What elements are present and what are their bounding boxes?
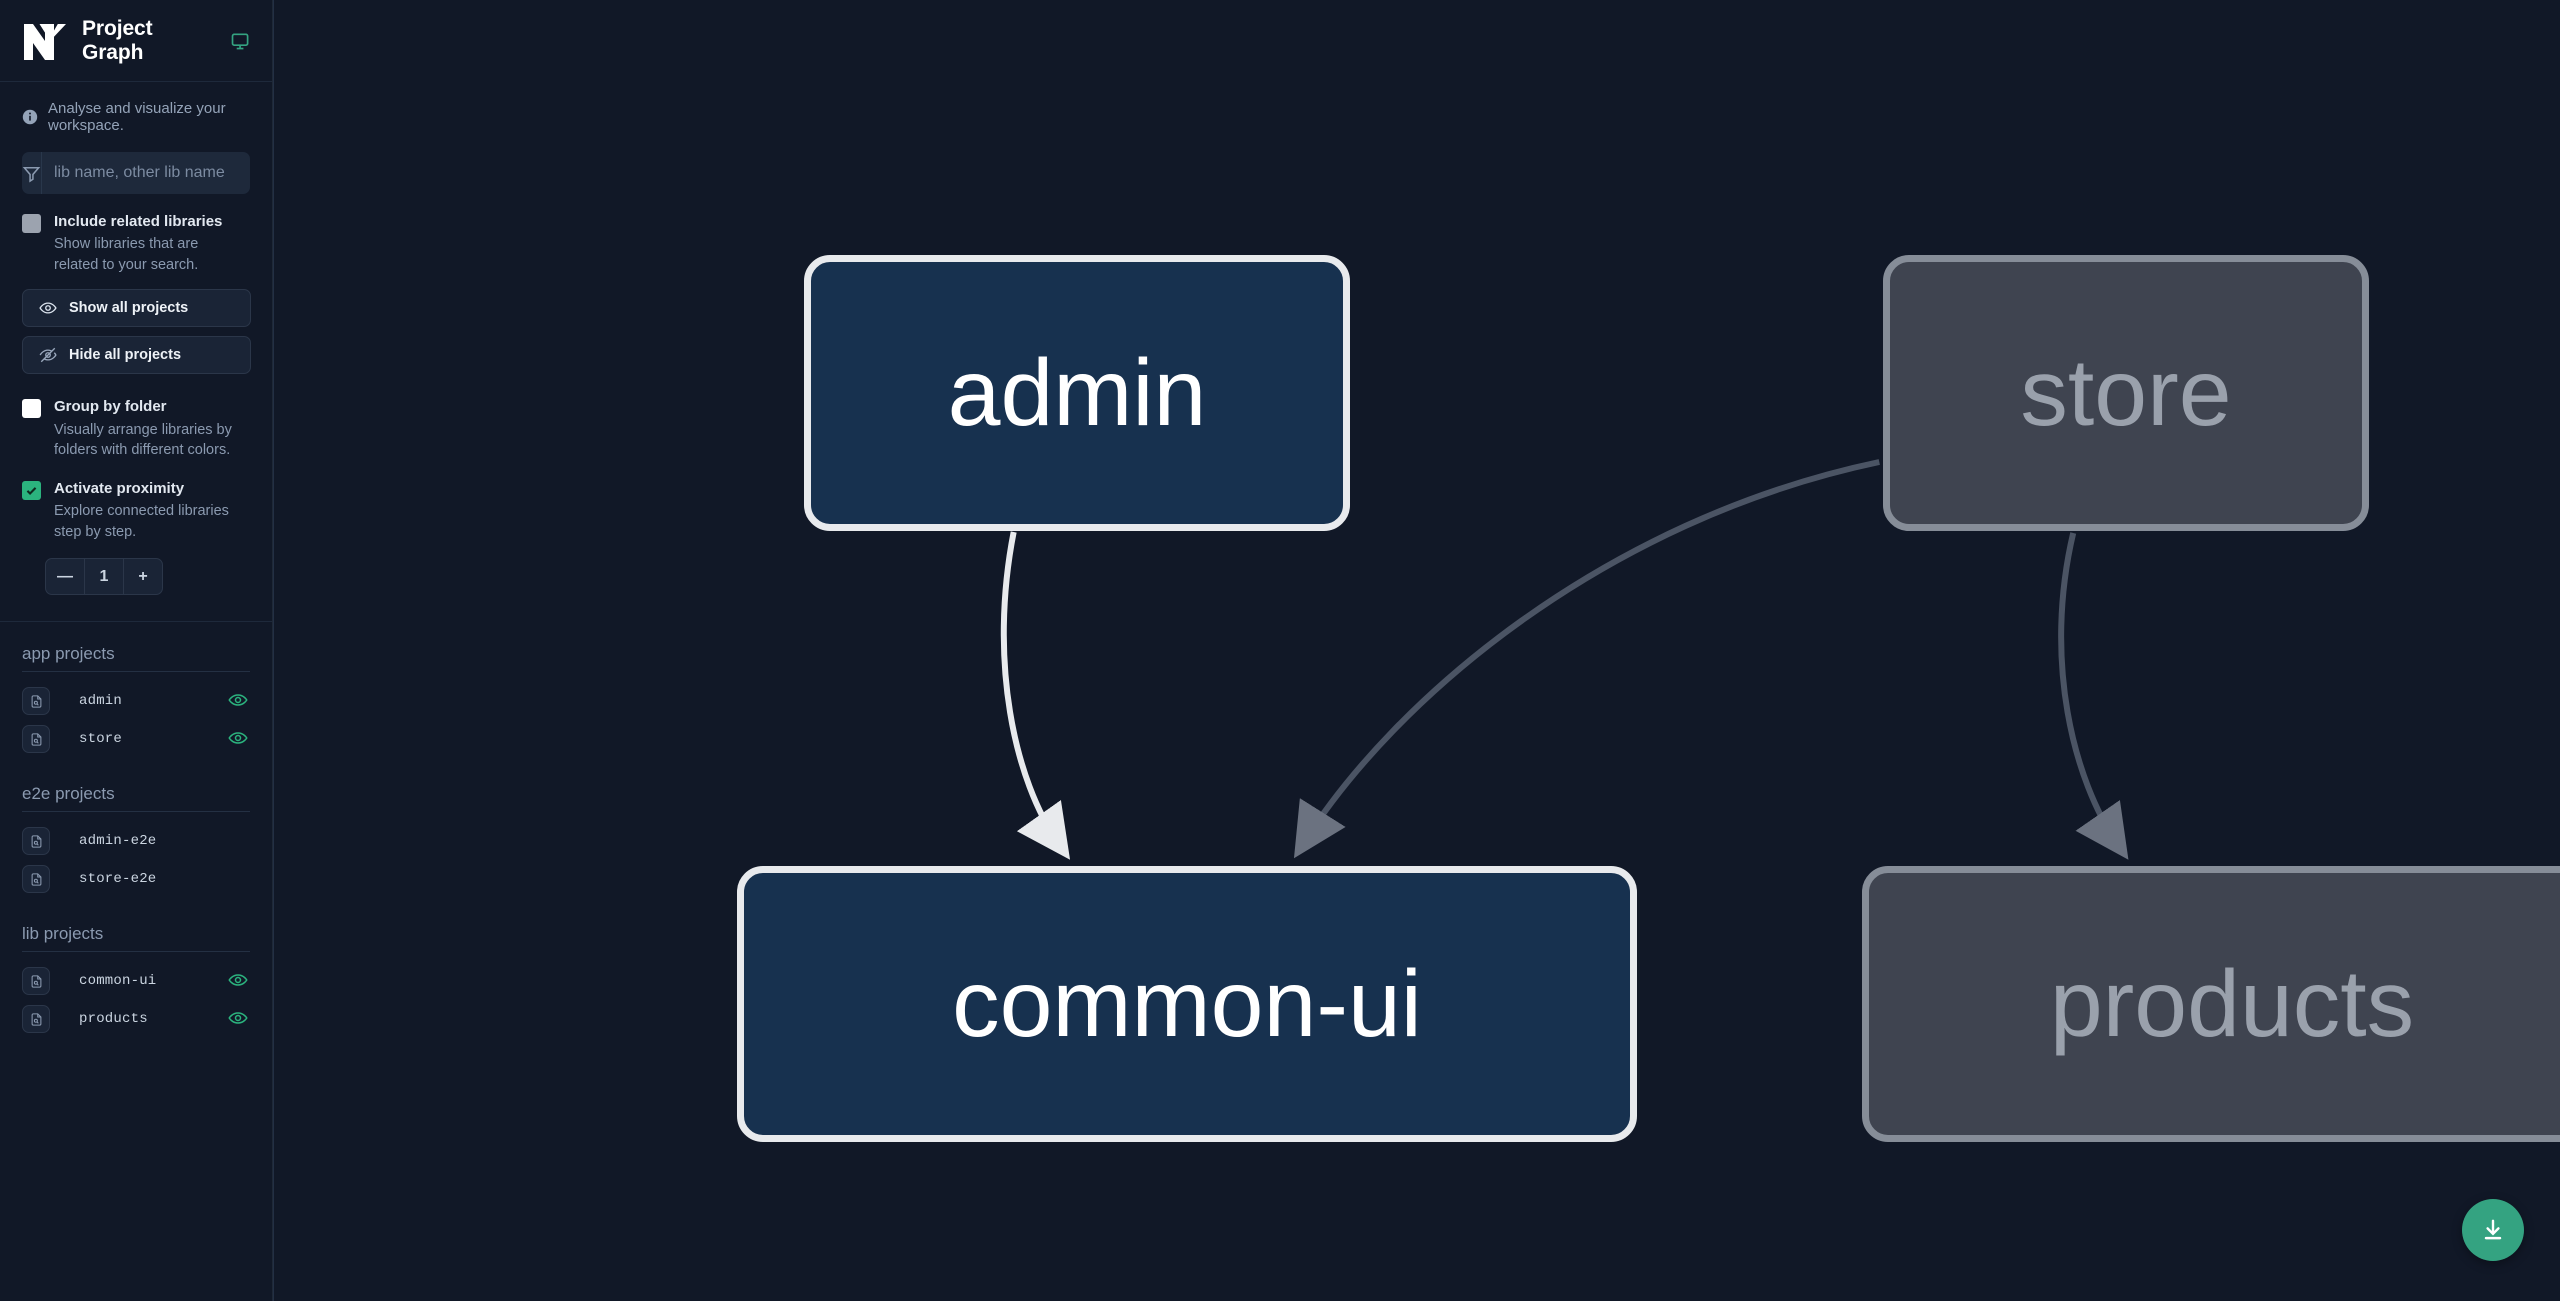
graph-node-store[interactable]: store xyxy=(1883,255,2369,531)
toggle-visibility-eye-icon[interactable] xyxy=(228,728,250,750)
page-title: Project Graph xyxy=(82,16,153,64)
search-row xyxy=(0,150,272,194)
graph-node-products[interactable]: products xyxy=(1862,866,2560,1142)
info-icon xyxy=(22,109,38,125)
project-row-products[interactable]: products xyxy=(22,1000,250,1038)
project-group-title-e2e: e2e projects xyxy=(22,784,250,813)
project-row-admin-e2e[interactable]: admin-e2e xyxy=(22,822,250,860)
graph-canvas[interactable]: admin store common-ui products xyxy=(273,0,2560,1301)
project-name: common-ui xyxy=(79,973,157,990)
project-file-icon xyxy=(22,1005,50,1034)
proximity-value: 1 xyxy=(84,559,123,595)
project-name: admin xyxy=(79,693,123,710)
project-file-icon xyxy=(22,687,50,716)
proximity-increment-button[interactable]: + xyxy=(123,559,162,595)
activate-proximity-desc: Explore connected libraries step by step… xyxy=(54,503,229,540)
option-activate-proximity[interactable]: Activate proximity Explore connected lib… xyxy=(0,461,272,542)
group-by-folder-desc: Visually arrange libraries by folders wi… xyxy=(54,421,232,459)
nx-logo-icon xyxy=(24,23,66,60)
eye-icon xyxy=(39,302,57,314)
group-by-folder-checkbox[interactable] xyxy=(22,399,41,419)
project-group-title-lib: lib projects xyxy=(22,924,250,953)
search-box[interactable] xyxy=(22,152,250,194)
visibility-buttons: Show all projects Hide all projects xyxy=(0,275,272,383)
graph-node-label: products xyxy=(2049,950,2415,1057)
toggle-visibility-eye-icon[interactable] xyxy=(228,970,250,992)
toggle-visibility-eye-icon[interactable] xyxy=(228,690,250,712)
project-row-admin[interactable]: admin xyxy=(22,682,250,720)
edge-store-to-products xyxy=(2058,532,2129,860)
project-name: admin-e2e xyxy=(79,833,157,850)
check-icon xyxy=(26,486,37,495)
group-by-folder-label: Group by folder xyxy=(54,398,167,416)
project-row-common-ui[interactable]: common-ui xyxy=(22,962,250,1000)
tagline-text: Analyse and visualize your workspace. xyxy=(48,100,226,134)
sidebar-divider xyxy=(0,621,272,623)
toggle-visibility-placeholder xyxy=(228,868,250,890)
option-include-related[interactable]: Include related libraries Show libraries… xyxy=(0,194,272,275)
download-graph-button[interactable] xyxy=(2462,1199,2524,1261)
project-row-store[interactable]: store xyxy=(22,720,250,758)
include-related-checkbox[interactable] xyxy=(22,214,41,233)
activate-proximity-label: Activate proximity xyxy=(54,479,185,497)
show-all-projects-button[interactable]: Show all projects xyxy=(22,289,251,328)
hide-all-projects-button[interactable]: Hide all projects xyxy=(22,336,251,375)
sidebar: Project Graph Analyse and visualize your… xyxy=(0,0,273,1301)
project-name: store xyxy=(79,731,123,748)
filter-funnel-icon xyxy=(22,152,42,194)
graph-edges xyxy=(1000,459,2129,860)
tagline: Analyse and visualize your workspace. xyxy=(0,82,272,150)
project-name: products xyxy=(79,1011,148,1028)
graph-node-label: common-ui xyxy=(952,950,1422,1057)
project-row-store-e2e[interactable]: store-e2e xyxy=(22,860,250,898)
project-name: store-e2e xyxy=(79,871,157,888)
include-related-desc: Show libraries that are related to your … xyxy=(54,236,199,273)
project-group-title-app: app projects xyxy=(22,644,250,673)
proximity-decrement-button[interactable]: — xyxy=(57,567,73,585)
edge-admin-to-common-ui xyxy=(1000,531,1071,860)
option-group-by-folder[interactable]: Group by folder Visually arrange librari… xyxy=(0,383,272,460)
project-file-icon xyxy=(22,725,50,754)
show-all-projects-label: Show all projects xyxy=(69,300,189,317)
graph-node-admin[interactable]: admin xyxy=(804,255,1350,531)
project-list: app projects admin store e2e projects ad… xyxy=(0,622,272,1301)
search-input[interactable] xyxy=(42,152,250,194)
project-file-icon xyxy=(22,967,50,996)
activate-proximity-checkbox[interactable] xyxy=(22,480,41,500)
graph-node-label: store xyxy=(2020,339,2232,446)
proximity-stepper: — 1 + xyxy=(45,558,163,596)
include-related-label: Include related libraries xyxy=(54,213,223,230)
project-file-icon xyxy=(22,827,50,856)
hide-all-projects-label: Hide all projects xyxy=(69,347,182,364)
eye-off-icon xyxy=(39,348,57,363)
graph-node-common-ui[interactable]: common-ui xyxy=(737,866,1637,1142)
edge-store-to-common-ui xyxy=(1293,459,1880,859)
sidebar-header: Project Graph xyxy=(0,0,272,82)
monitor-icon[interactable] xyxy=(230,30,250,52)
project-file-icon xyxy=(22,865,50,894)
download-icon xyxy=(2484,1219,2502,1240)
toggle-visibility-placeholder xyxy=(228,830,250,852)
toggle-visibility-eye-icon[interactable] xyxy=(228,1008,250,1030)
graph-node-label: admin xyxy=(947,339,1207,446)
